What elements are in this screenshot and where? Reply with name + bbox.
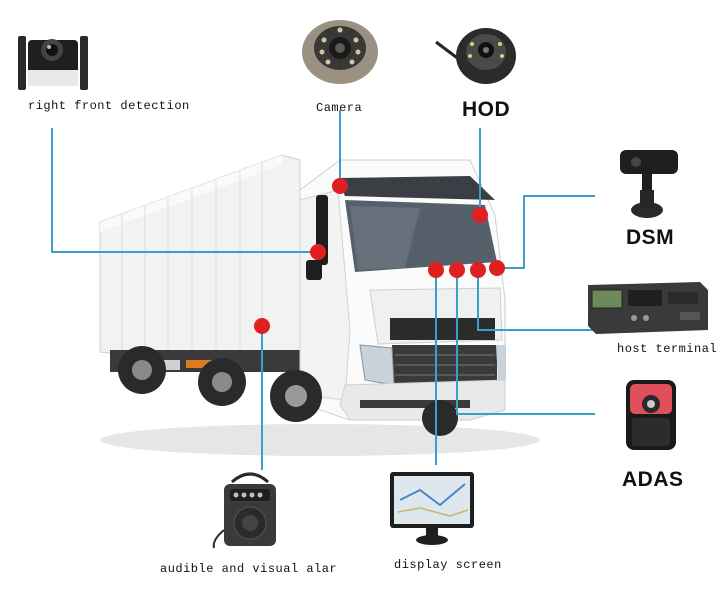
line-dsm [497, 195, 595, 269]
line-right-front-detection [51, 128, 318, 253]
dome-camera-icon [302, 20, 378, 84]
sensor-dot-dsm [489, 260, 505, 276]
sensor-dots [254, 178, 505, 334]
display-monitor-icon [390, 472, 474, 545]
alarm-speaker-icon [212, 472, 276, 549]
label-host-terminal: host terminal [617, 342, 718, 356]
label-adas: ADAS [622, 468, 684, 491]
line-adas [456, 270, 595, 415]
dsm-camera-icon [620, 150, 678, 218]
sensor-dot-adas [449, 262, 465, 278]
label-audible-visual-alarm: audible and visual alar [160, 562, 338, 576]
hod-camera-icon [435, 28, 516, 84]
label-display-screen: display screen [394, 558, 502, 572]
sensor-dot-display [428, 262, 444, 278]
connector-lines [51, 110, 595, 470]
line-host-terminal [477, 270, 595, 331]
label-hod: HOD [462, 98, 511, 121]
label-dsm: DSM [626, 226, 675, 249]
truck-illustration [99, 154, 540, 456]
sensor-dot-right-front [310, 244, 326, 260]
sensor-dot-host [470, 262, 486, 278]
label-camera: Camera [316, 101, 363, 115]
adas-camera-icon [626, 380, 676, 450]
sensor-dot-hod [472, 207, 488, 223]
sensor-dot-camera [332, 178, 348, 194]
right-front-camera-icon [18, 36, 88, 90]
host-terminal-icon [588, 282, 708, 334]
label-right-front-detection: right front detection [28, 99, 190, 113]
sensor-dot-alarm [254, 318, 270, 334]
